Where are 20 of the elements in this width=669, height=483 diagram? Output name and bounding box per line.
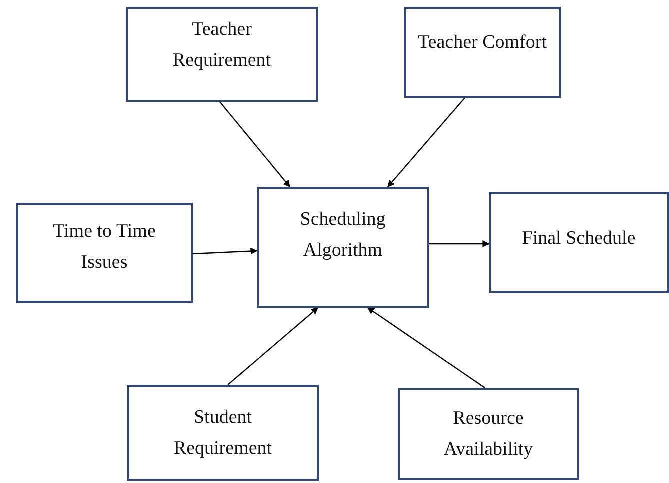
arrow	[367, 308, 486, 388]
arrow	[228, 308, 319, 386]
arrow	[388, 98, 466, 188]
box-label: Student Requirement	[172, 406, 274, 461]
process-box	[489, 192, 669, 293]
arrow	[429, 240, 490, 248]
box-label: Final Schedule	[522, 227, 636, 251]
process-box	[127, 385, 319, 481]
box-label: Teacher Comfort	[418, 31, 547, 55]
box-label: Resource Availability	[442, 407, 534, 462]
box-label: Time to Time Issues	[52, 220, 157, 275]
arrow	[192, 248, 258, 255]
arrow	[220, 102, 290, 188]
process-box	[257, 187, 429, 308]
process-box	[404, 7, 561, 98]
box-label: Scheduling Algorithm	[299, 208, 387, 262]
process-box	[16, 203, 193, 303]
box-label: Teacher Requirement	[172, 18, 272, 72]
process-box	[398, 388, 579, 480]
process-box	[126, 7, 318, 102]
